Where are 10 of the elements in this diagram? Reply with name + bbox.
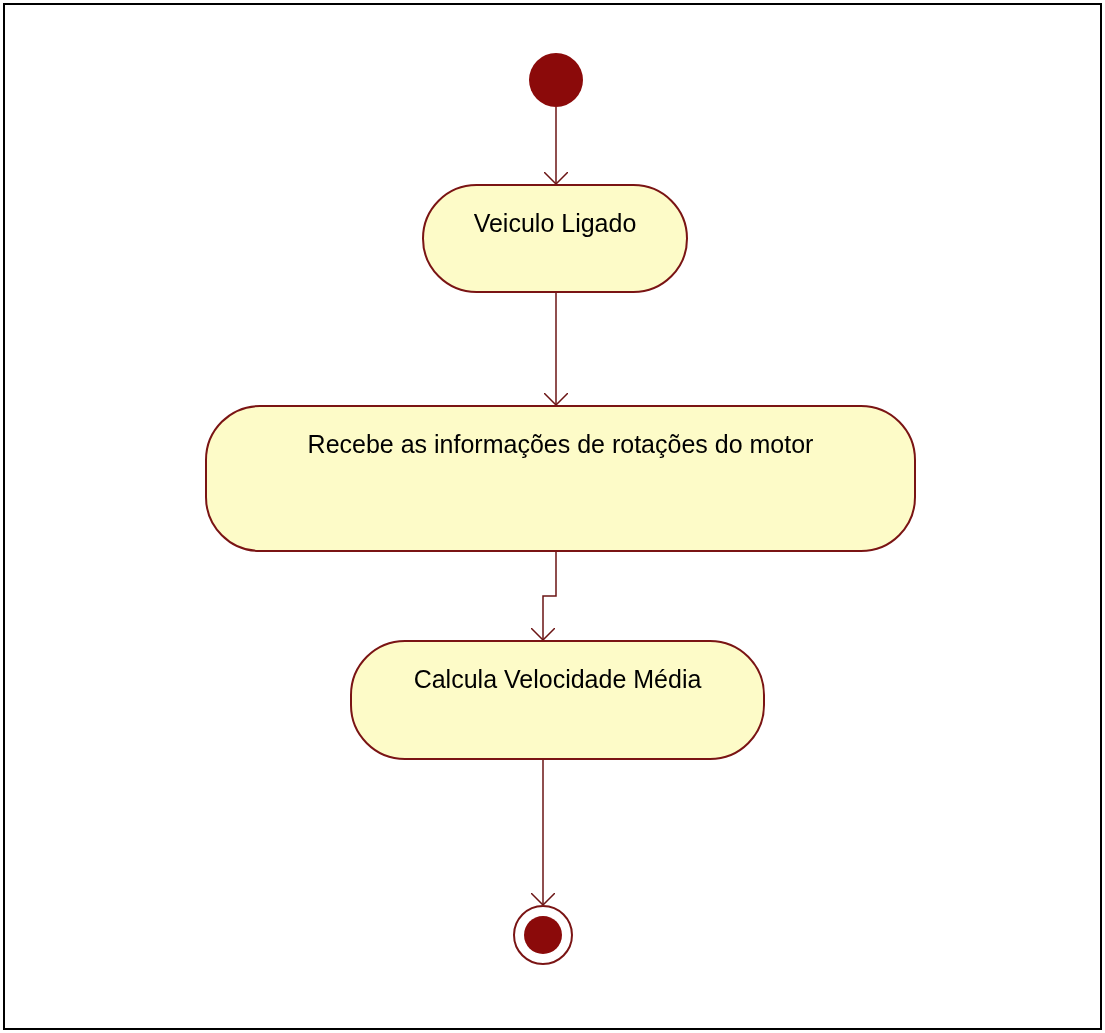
arrow	[543, 106, 569, 185]
arrow	[530, 759, 556, 906]
arrow	[530, 551, 557, 641]
action-label: Calcula Velocidade Média	[412, 664, 703, 695]
final-node	[513, 905, 573, 965]
initial-node	[529, 53, 583, 107]
action-label: Veiculo Ligado	[472, 208, 638, 239]
action-node	[205, 405, 916, 552]
arrow	[543, 292, 569, 406]
action-label: Recebe as informações de rotações do motor	[306, 429, 815, 460]
